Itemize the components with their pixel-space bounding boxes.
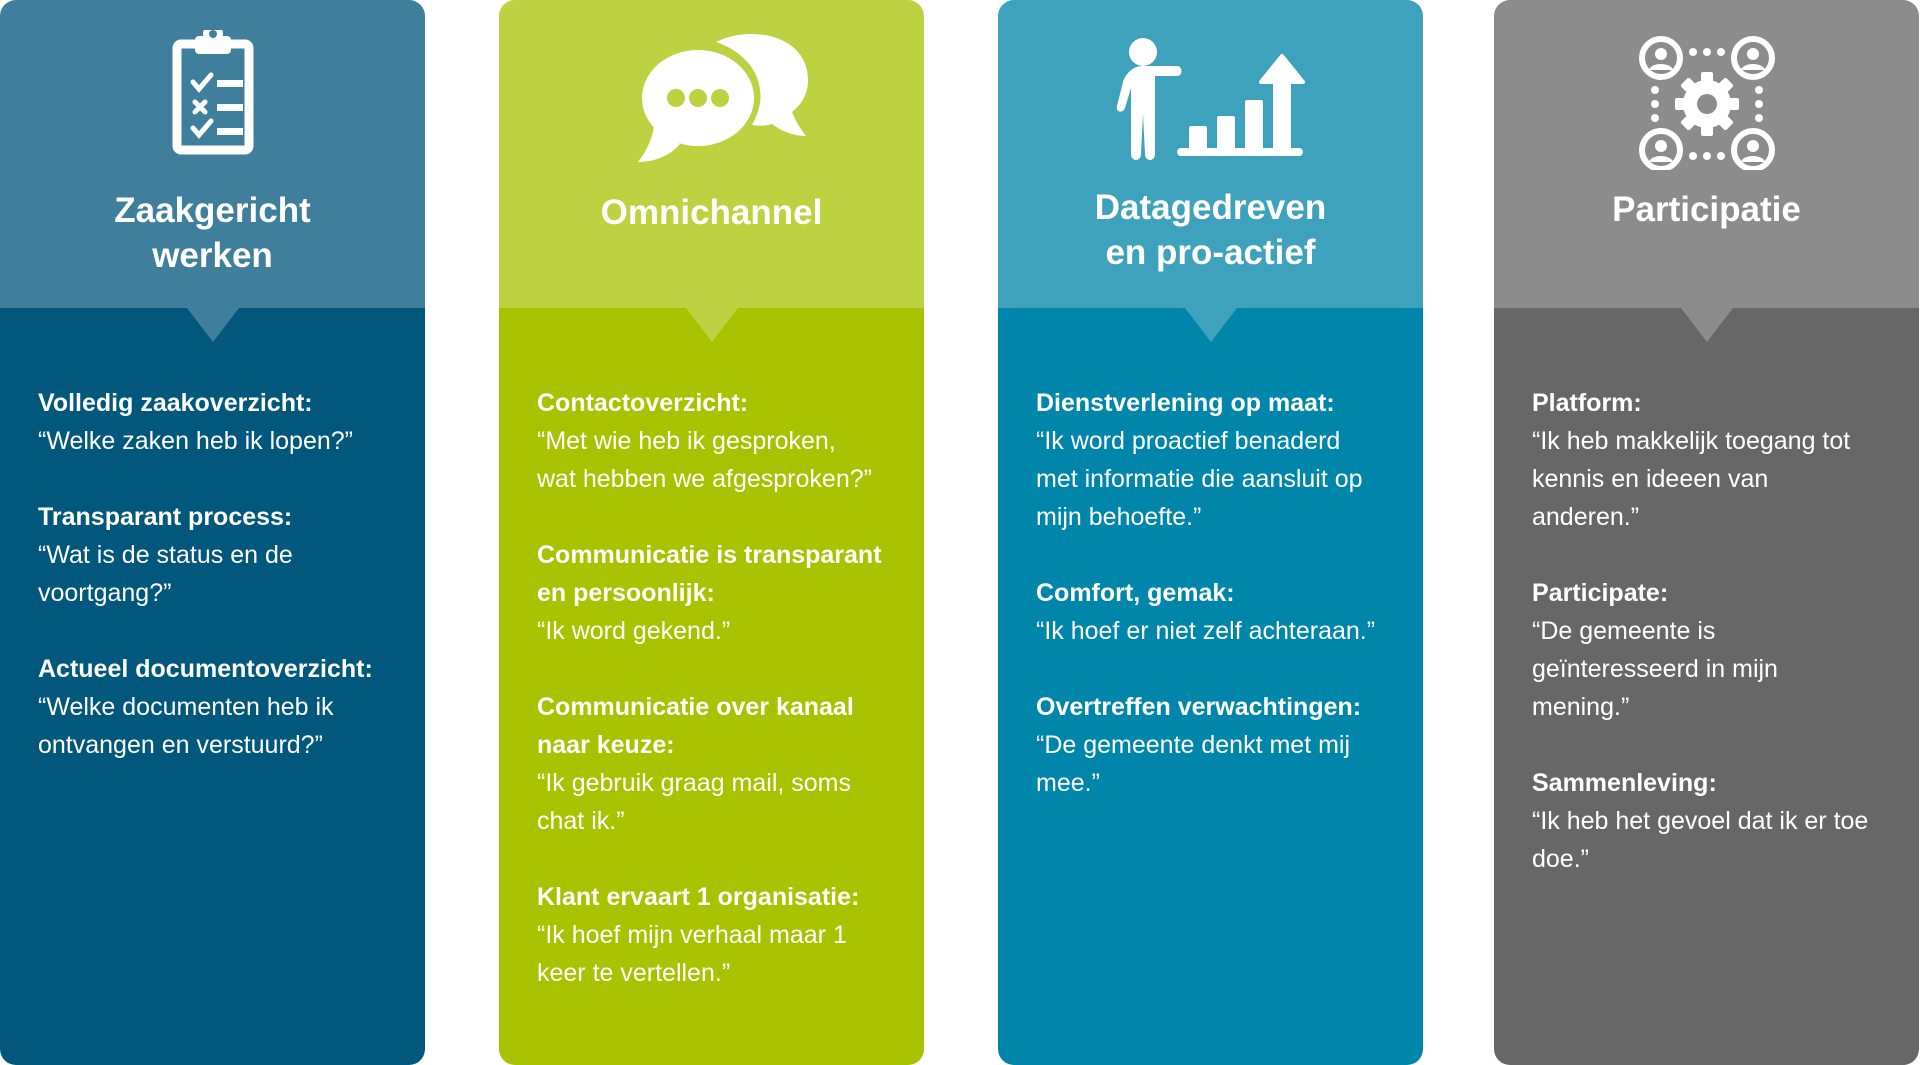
title-line: Datagedreven: [1094, 188, 1327, 227]
column-title: Participatie: [1494, 187, 1919, 232]
clipboard-checklist-icon: [113, 30, 313, 170]
column-omnichannel: Omnichannel Contactoverzicht: “Met wie h…: [499, 0, 924, 1065]
column-participatie: Participatie Platform: “Ik heb makkelijk…: [1494, 0, 1919, 1065]
list-item: Overtreffen verwachtingen: “De gemeente …: [1036, 688, 1403, 802]
column-header: Datagedreven en pro-actief: [998, 0, 1423, 308]
list-item: Actueel documentoverzicht: “Welke docume…: [38, 650, 405, 764]
column-body: [499, 308, 924, 1065]
item-quote: “Ik word gekend.”: [537, 617, 731, 645]
list-item: Communicatie is transparant en persoonli…: [537, 536, 904, 650]
item-quote: “Met wie heb ik gesproken, wat hebben we…: [537, 427, 872, 493]
column-title: Datagedreven en pro-actief: [998, 185, 1423, 275]
title-line: Zaakgericht: [114, 191, 311, 230]
person-growth-chart-icon: [1111, 30, 1311, 170]
item-label: Comfort, gemak:: [1036, 579, 1235, 607]
list-item: Sammenleving: “Ik heb het gevoel dat ik …: [1532, 764, 1899, 878]
list-item: Participate: “De gemeente is geïnteresse…: [1532, 574, 1899, 726]
item-quote: “Ik heb het gevoel dat ik er toe doe.”: [1532, 807, 1869, 873]
list-item: Comfort, gemak: “Ik hoef er niet zelf ac…: [1036, 574, 1403, 650]
item-label: Volledig zaakoverzicht:: [38, 389, 313, 417]
column-title: Zaakgericht werken: [0, 188, 425, 278]
column-datagedreven: Datagedreven en pro-actief Dienstverleni…: [998, 0, 1423, 1065]
list-item: Communicatie over kanaal naar keuze: “Ik…: [537, 688, 904, 840]
item-label: Contactoverzicht:: [537, 389, 749, 417]
column-body: [1494, 308, 1919, 1065]
column-body: [998, 308, 1423, 1065]
item-label: Klant ervaart 1 organisatie:: [537, 883, 860, 911]
item-quote: “De gemeente is geïnteresseerd in mijn m…: [1532, 617, 1778, 721]
item-label: Sammenleving:: [1532, 769, 1717, 797]
list-item: Transparant process: “Wat is de status e…: [38, 498, 405, 612]
list-item: Dienstverlening op maat: “Ik word proact…: [1036, 384, 1403, 536]
list-item: Volledig zaakoverzicht: “Welke zaken heb…: [38, 384, 405, 460]
item-label: Communicatie is transparant en persoonli…: [537, 541, 882, 607]
list-item: Klant ervaart 1 organisatie: “Ik hoef mi…: [537, 878, 904, 992]
item-label: Communicatie over kanaal naar keuze:: [537, 693, 854, 759]
item-quote: “Ik gebruik graag mail, soms chat ik.”: [537, 769, 852, 835]
people-network-gear-icon: [1607, 30, 1807, 170]
pointer-arrow: [1680, 308, 1733, 342]
title-line: werken: [152, 236, 273, 275]
pointer-arrow: [186, 308, 239, 342]
column-content: Volledig zaakoverzicht: “Welke zaken heb…: [38, 384, 405, 802]
column-header: Zaakgericht werken: [0, 0, 425, 308]
column-zaakgericht: Zaakgericht werken Volledig zaakoverzich…: [0, 0, 425, 1065]
item-quote: “Welke zaken heb ik lopen?”: [38, 427, 353, 455]
column-content: Dienstverlening op maat: “Ik word proact…: [1036, 384, 1403, 840]
title-line: Participatie: [1612, 190, 1801, 229]
pointer-arrow: [1184, 308, 1237, 342]
column-body: [0, 308, 425, 1065]
item-label: Overtreffen verwachtingen:: [1036, 693, 1362, 721]
item-quote: “Ik word proactief benaderd met informat…: [1036, 427, 1363, 531]
chat-bubbles-icon: [612, 30, 812, 170]
item-label: Transparant process:: [38, 503, 293, 531]
item-label: Participate:: [1532, 579, 1669, 607]
column-title: Omnichannel: [499, 190, 924, 235]
item-label: Dienstverlening op maat:: [1036, 389, 1335, 417]
column-content: Contactoverzicht: “Met wie heb ik gespro…: [537, 384, 904, 1030]
column-header: Participatie: [1494, 0, 1919, 308]
item-quote: “Ik hoef er niet zelf achteraan.”: [1036, 617, 1376, 645]
item-quote: “De gemeente denkt met mij mee.”: [1036, 731, 1351, 797]
list-item: Platform: “Ik heb makkelijk toegang tot …: [1532, 384, 1899, 536]
column-content: Platform: “Ik heb makkelijk toegang tot …: [1532, 384, 1899, 916]
item-quote: “Ik hoef mijn verhaal maar 1 keer te ver…: [537, 921, 847, 987]
item-quote: “Ik heb makkelijk toegang tot kennis en …: [1532, 427, 1851, 531]
item-quote: “Wat is de status en de voortgang?”: [38, 541, 293, 607]
list-item: Contactoverzicht: “Met wie heb ik gespro…: [537, 384, 904, 498]
item-quote: “Welke documenten heb ik ontvangen en ve…: [38, 693, 334, 759]
item-label: Actueel documentoverzicht:: [38, 655, 373, 683]
title-line: Omnichannel: [600, 193, 823, 232]
item-label: Platform:: [1532, 389, 1642, 417]
pointer-arrow: [685, 308, 738, 342]
title-line: en pro-actief: [1105, 233, 1316, 272]
column-header: Omnichannel: [499, 0, 924, 308]
